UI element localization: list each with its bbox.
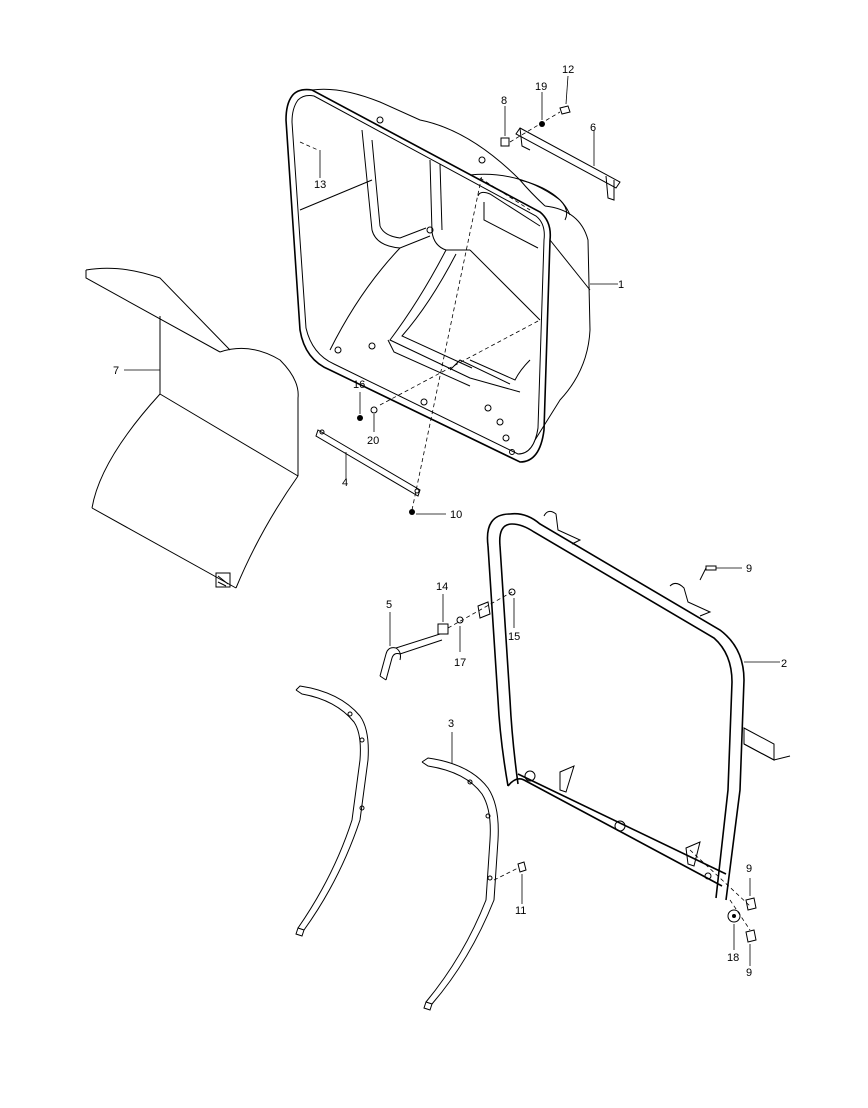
part-6-bracket [515, 127, 621, 201]
hardware-9-14-15-17 [437, 565, 742, 652]
callout-10: 10 [450, 509, 462, 521]
callout-2: 2 [781, 658, 787, 670]
callout-11: 11 [515, 905, 526, 917]
callout-12: 12 [562, 64, 574, 76]
callout-14: 14 [436, 581, 448, 593]
part-5-pin [379, 612, 443, 681]
callout-9-bottom: 9 [746, 967, 752, 979]
callout-8: 8 [501, 95, 507, 107]
part-3-support-strap-right [421, 732, 499, 1011]
part-4-bar [315, 429, 421, 497]
callout-9-top: 9 [746, 563, 752, 575]
callout-6: 6 [590, 122, 596, 134]
callout-7: 7 [113, 365, 119, 377]
hardware-16-20-10 [357, 392, 446, 515]
hardware-11-9-18-9 [493, 861, 757, 966]
callout-16: 16 [353, 379, 365, 391]
part-3-support-strap-left [295, 685, 369, 937]
callout-4: 4 [342, 477, 348, 489]
callout-labels: 1 2 3 4 5 6 7 8 9 9 9 10 11 12 13 14 15 … [113, 64, 787, 979]
part-2-frame [486, 510, 791, 931]
callout-3: 3 [448, 718, 454, 730]
callout-15: 15 [508, 631, 520, 643]
callout-20: 20 [367, 435, 379, 447]
callout-18: 18 [727, 952, 739, 964]
hardware-8-19-12 [500, 75, 571, 147]
callout-1: 1 [618, 279, 624, 291]
callout-9-middle: 9 [746, 863, 752, 875]
callout-17: 17 [454, 657, 466, 669]
callout-19: 19 [535, 81, 547, 93]
callout-13: 13 [314, 179, 326, 191]
callout-5: 5 [386, 599, 392, 611]
part-1-hopper-housing [285, 88, 591, 511]
part-7-cover-sheet [85, 267, 299, 589]
